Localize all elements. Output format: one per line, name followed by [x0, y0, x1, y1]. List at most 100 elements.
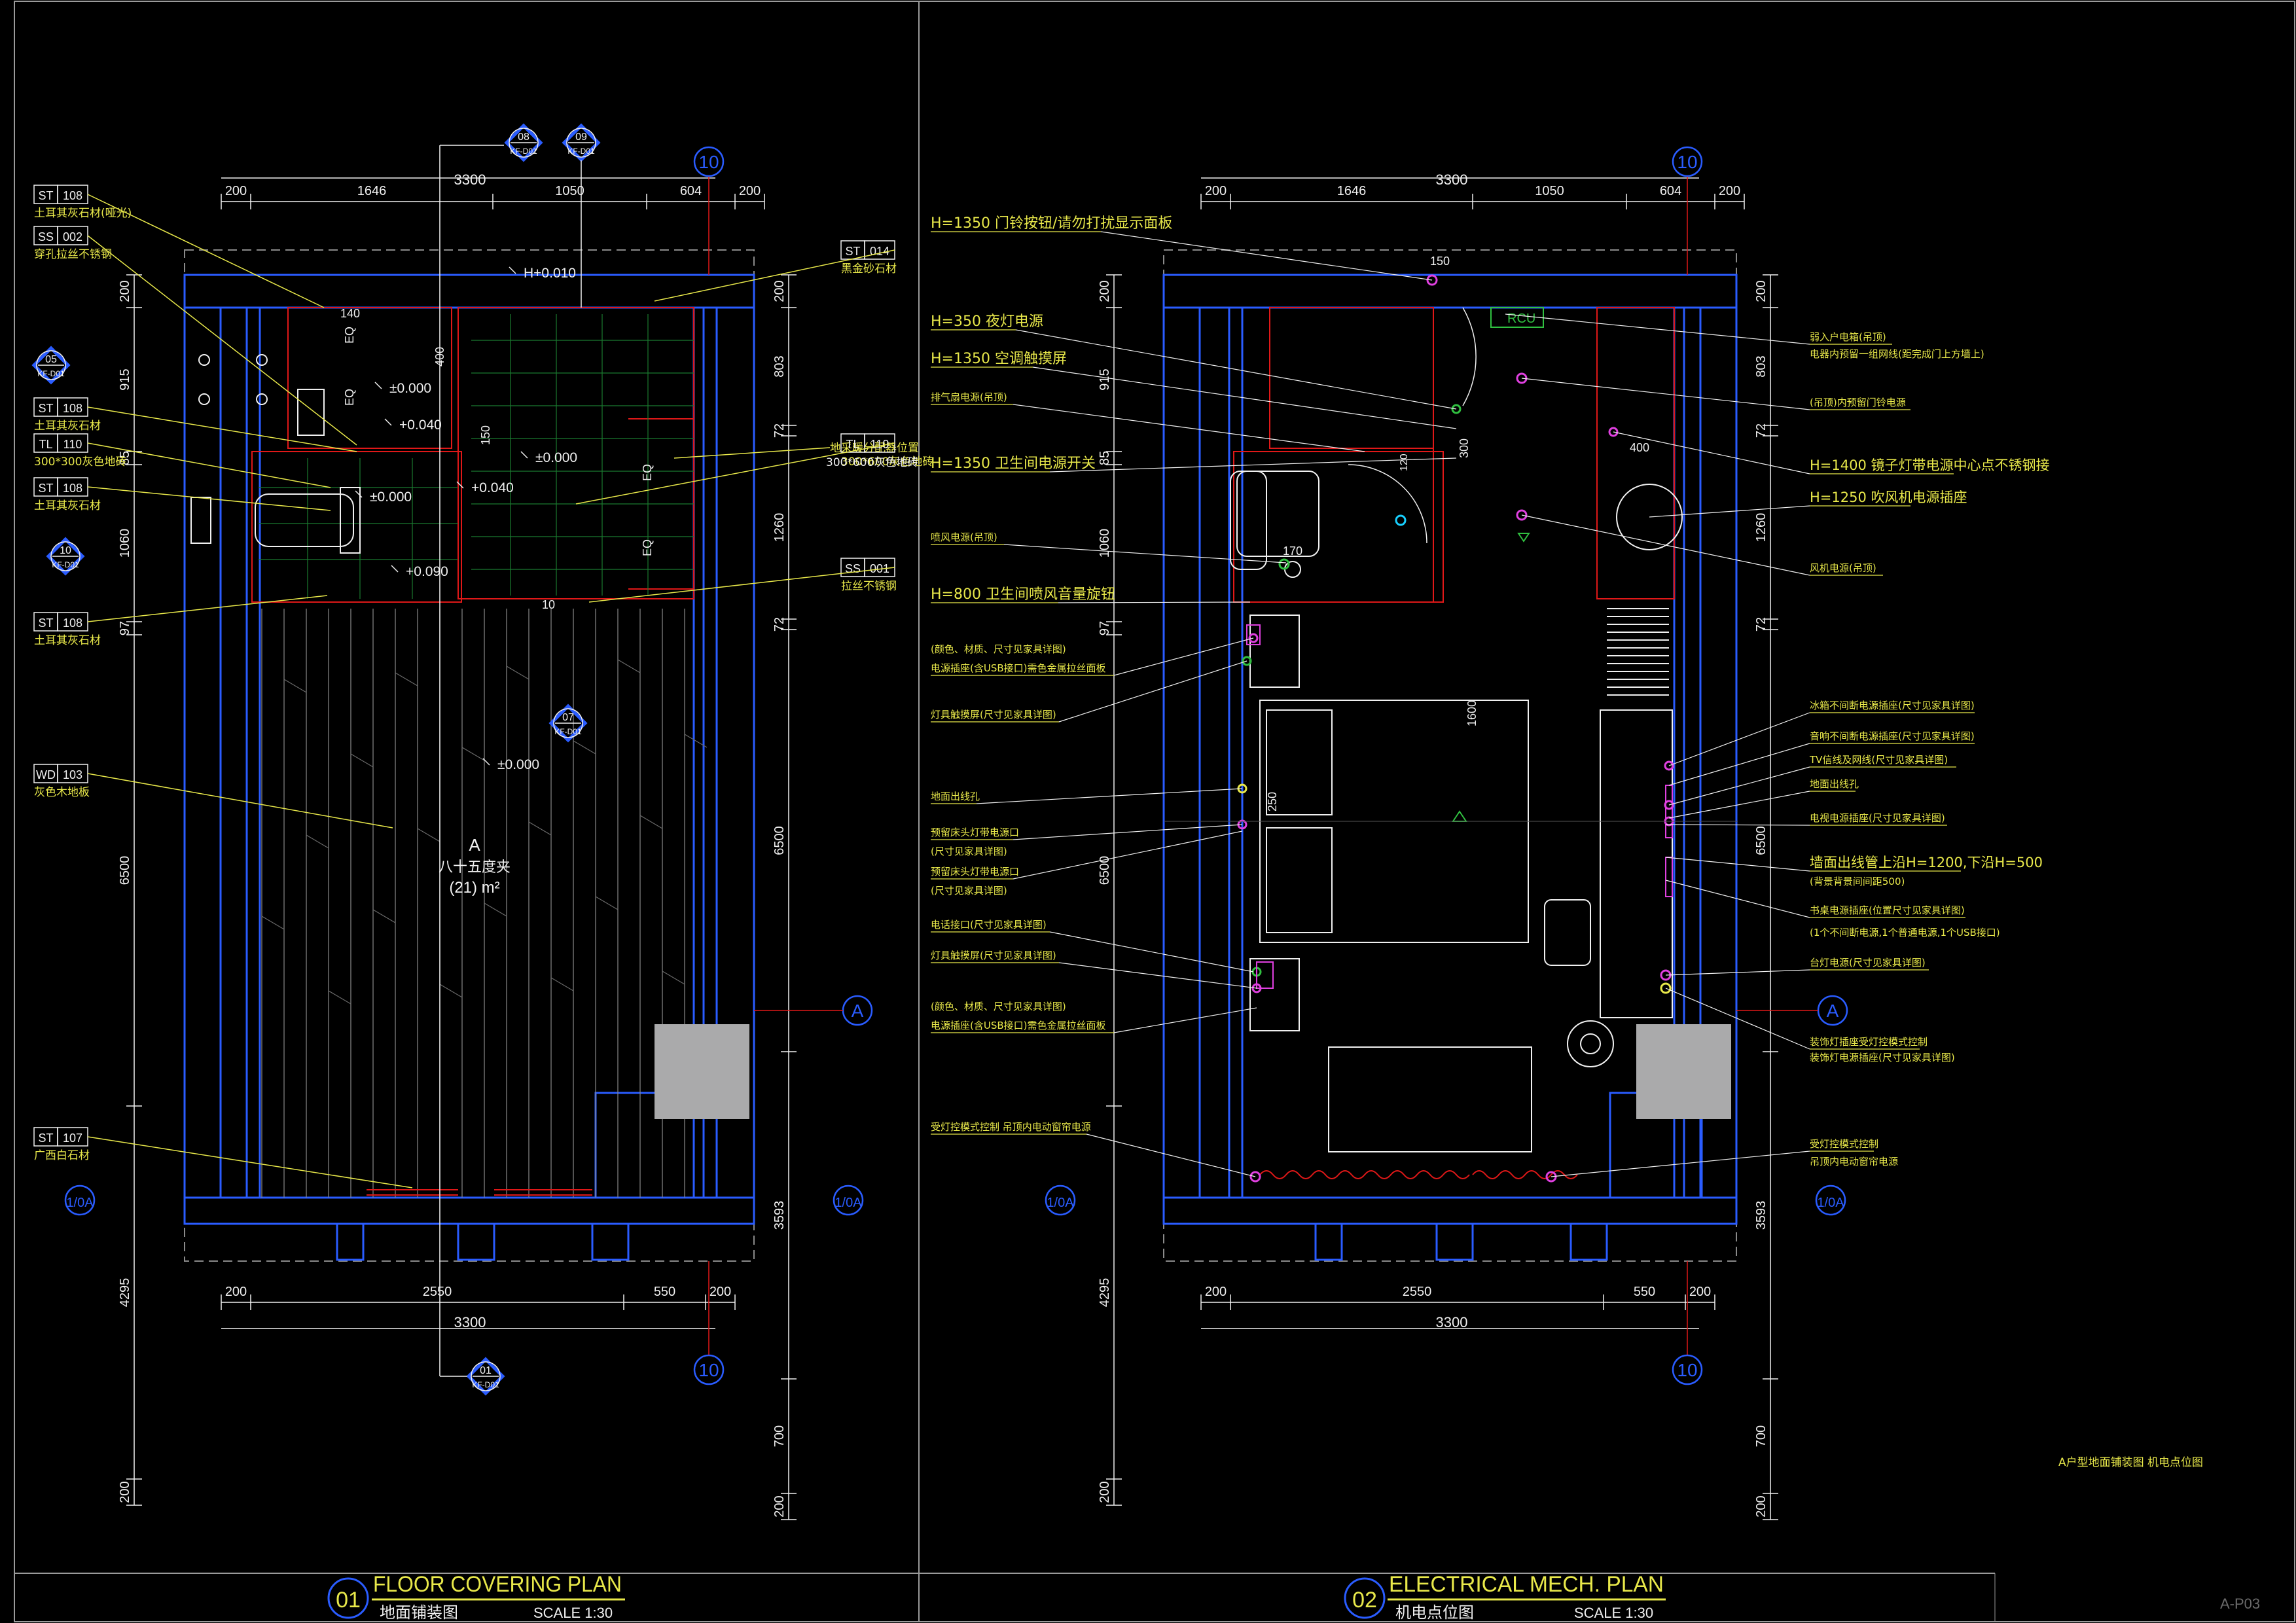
left-right-dim-value: 3593 [772, 1201, 787, 1230]
title-number-circle [327, 1577, 369, 1619]
room-name: 八十五度夹 [439, 859, 511, 876]
electrical-leader [1665, 988, 1810, 1050]
title-number: 01 [336, 1588, 361, 1613]
wood-floor [261, 609, 708, 1198]
electrical-label-right: TV信线及网线(尺寸见家具详图) [1809, 754, 1948, 766]
rcu-box [1490, 307, 1544, 328]
level-mark: ±0.000 [389, 381, 431, 396]
legend-number: 108 [63, 616, 82, 630]
legend-leader [654, 249, 895, 302]
left-left-dim-value: 200 [118, 1481, 132, 1503]
left-right-dim-value: 200 [772, 280, 787, 302]
electrical-label-left: 电话接口(尺寸见家具详图) [931, 919, 1047, 931]
wood-joint-line [417, 828, 440, 842]
left-top-dim-value: 200 [225, 184, 247, 198]
legend-description: 300*600灰色地砖 [841, 455, 933, 469]
fixtures [190, 354, 361, 554]
left-bot-dim-value: 200 [709, 1285, 731, 1299]
grid-label: 10 [1677, 152, 1697, 172]
left-top-total: 3300 [454, 171, 486, 188]
electrical-label-left: 预留床头灯带电源口 [931, 866, 1019, 878]
electrical-leader [1668, 791, 1810, 819]
room-code: A [469, 835, 480, 855]
left-right-dim-value: 6500 [772, 826, 787, 855]
electrical-label-right: 台灯电源(尺寸见家具详图) [1810, 957, 1926, 969]
wood-joint-line [484, 902, 507, 917]
electrical-leader [1505, 313, 1810, 345]
electrical-label-right: 风机电源(吊顶) [1810, 562, 1876, 574]
electrical-leader [1521, 514, 1810, 576]
grid-label: A [1827, 1001, 1839, 1021]
legend-leader [87, 442, 331, 488]
electrical-label-right: 受灯控模式控制 [1810, 1138, 1878, 1150]
left-right-dim-value: 72 [772, 617, 787, 632]
electrical-label-left: 受灯控模式控制 吊顶内电动窗帘电源 [931, 1121, 1091, 1133]
section-tag-ref: KF-D01 [37, 369, 65, 378]
right-left-dim-value: 97 [1098, 621, 1112, 635]
section-tag-number: 09 [575, 132, 587, 143]
title-cn: 机电点位图 [1395, 1603, 1474, 1622]
electrical-leader [1058, 601, 1251, 603]
left-bot-total: 3300 [454, 1314, 486, 1330]
electrical-label-left: 灯具触摸屏(尺寸见家具详图) [931, 709, 1056, 721]
wood-joint-line [395, 672, 418, 687]
section-tag-diamond [504, 123, 543, 162]
grid-label: 10 [698, 1360, 719, 1380]
rcu-label: RCU [1507, 312, 1535, 326]
wood-joint-line [506, 666, 529, 680]
section-tag-diamond [466, 1357, 505, 1396]
electrical-leader [1668, 743, 1810, 786]
legend-code: SS [845, 562, 861, 575]
level-mark: +0.090 [406, 564, 448, 579]
right-top-dim-value: 200 [1719, 184, 1740, 198]
grid-bubble [64, 1185, 96, 1216]
curtain-track [1472, 1170, 1578, 1179]
left-top-dim-value: 1646 [357, 184, 387, 198]
right-bot-dim-value: 200 [1205, 1285, 1227, 1299]
eq-mark: EQ [641, 539, 654, 556]
right-bot-dim-value: 200 [1689, 1285, 1711, 1299]
grid-label: 1/0A [1047, 1196, 1074, 1210]
electrical-leader [1013, 404, 1365, 452]
electrical-leader [1665, 969, 1810, 976]
electrical-label-right: 电器内预留一组网线(距完成门上方墙上) [1810, 348, 1984, 360]
legend-number: 108 [63, 482, 82, 495]
right-bot-dim-value: 550 [1634, 1285, 1655, 1299]
level-mark: ±0.000 [535, 450, 577, 465]
sheet-note: A户型地面铺装图 机电点位图 [2058, 1456, 2203, 1469]
left-bot-dim-value: 550 [654, 1285, 675, 1299]
right-left-dim-value: 85 [1098, 451, 1112, 465]
electrical-label-left: 喷风电源(吊顶) [931, 531, 997, 543]
level-triangle [456, 481, 464, 489]
legend-leader [87, 486, 331, 511]
electrical-label-left: H=350 夜灯电源 [931, 313, 1043, 330]
left-left-dim-value: 200 [118, 280, 132, 302]
wood-joint-line [550, 977, 574, 991]
electrical-leader [1113, 1007, 1257, 1033]
right-top-dim-value: 1646 [1337, 184, 1367, 198]
electrical-label-left: (尺寸见家具详图) [931, 885, 1007, 897]
legend-number: 108 [63, 189, 82, 202]
level-triangle [482, 758, 490, 766]
legend-description: 灰色木地板 [34, 786, 90, 799]
grid-bubble [833, 1185, 864, 1216]
sheet-frame [14, 1, 2295, 1622]
electrical-label-right: 冰箱不间断电源插座(尺寸见家具详图) [1810, 700, 1975, 711]
wood-joint-line [372, 909, 396, 923]
right-right-dim-value: 72 [1754, 423, 1768, 438]
section-tag-number: 07 [562, 712, 574, 723]
right-top-dim-value: 604 [1660, 184, 1681, 198]
section-tag-circle [50, 541, 81, 571]
section-tag-circle [553, 708, 583, 738]
electrical-label-right: 书桌电源插座(位置尺寸见家具详图) [1810, 904, 1965, 916]
legend-description: 土耳其灰石材(哑光) [34, 207, 132, 220]
sheet-number: A-P03 [2220, 1596, 2260, 1612]
electrical-leader [1058, 660, 1247, 722]
wood-joint-line [283, 679, 307, 693]
legend-leader [588, 567, 895, 603]
